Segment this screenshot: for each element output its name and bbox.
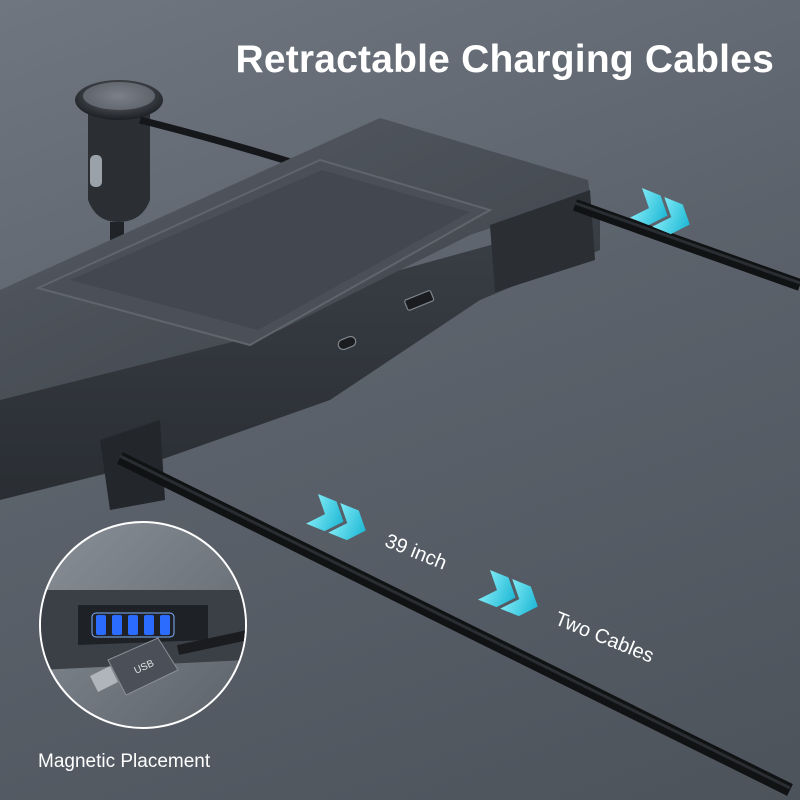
- double-chevron-arrow-icon: [478, 570, 538, 617]
- usb-c-port: [337, 335, 357, 351]
- page-title: Retractable Charging Cables: [235, 38, 774, 81]
- inset-caption: Magnetic Placement: [38, 751, 211, 772]
- retractable-cable-front: [117, 452, 793, 796]
- double-chevron-arrow-icon: [306, 494, 366, 541]
- usb-connector: USB: [90, 637, 179, 696]
- double-chevron-arrow-icon: [630, 188, 690, 235]
- car-charger: [75, 80, 163, 240]
- magnet-glow: [91, 612, 175, 638]
- usb-a-port: [404, 290, 435, 311]
- magnetic-inset: USB: [39, 521, 247, 729]
- retractable-cable-back: [572, 199, 800, 291]
